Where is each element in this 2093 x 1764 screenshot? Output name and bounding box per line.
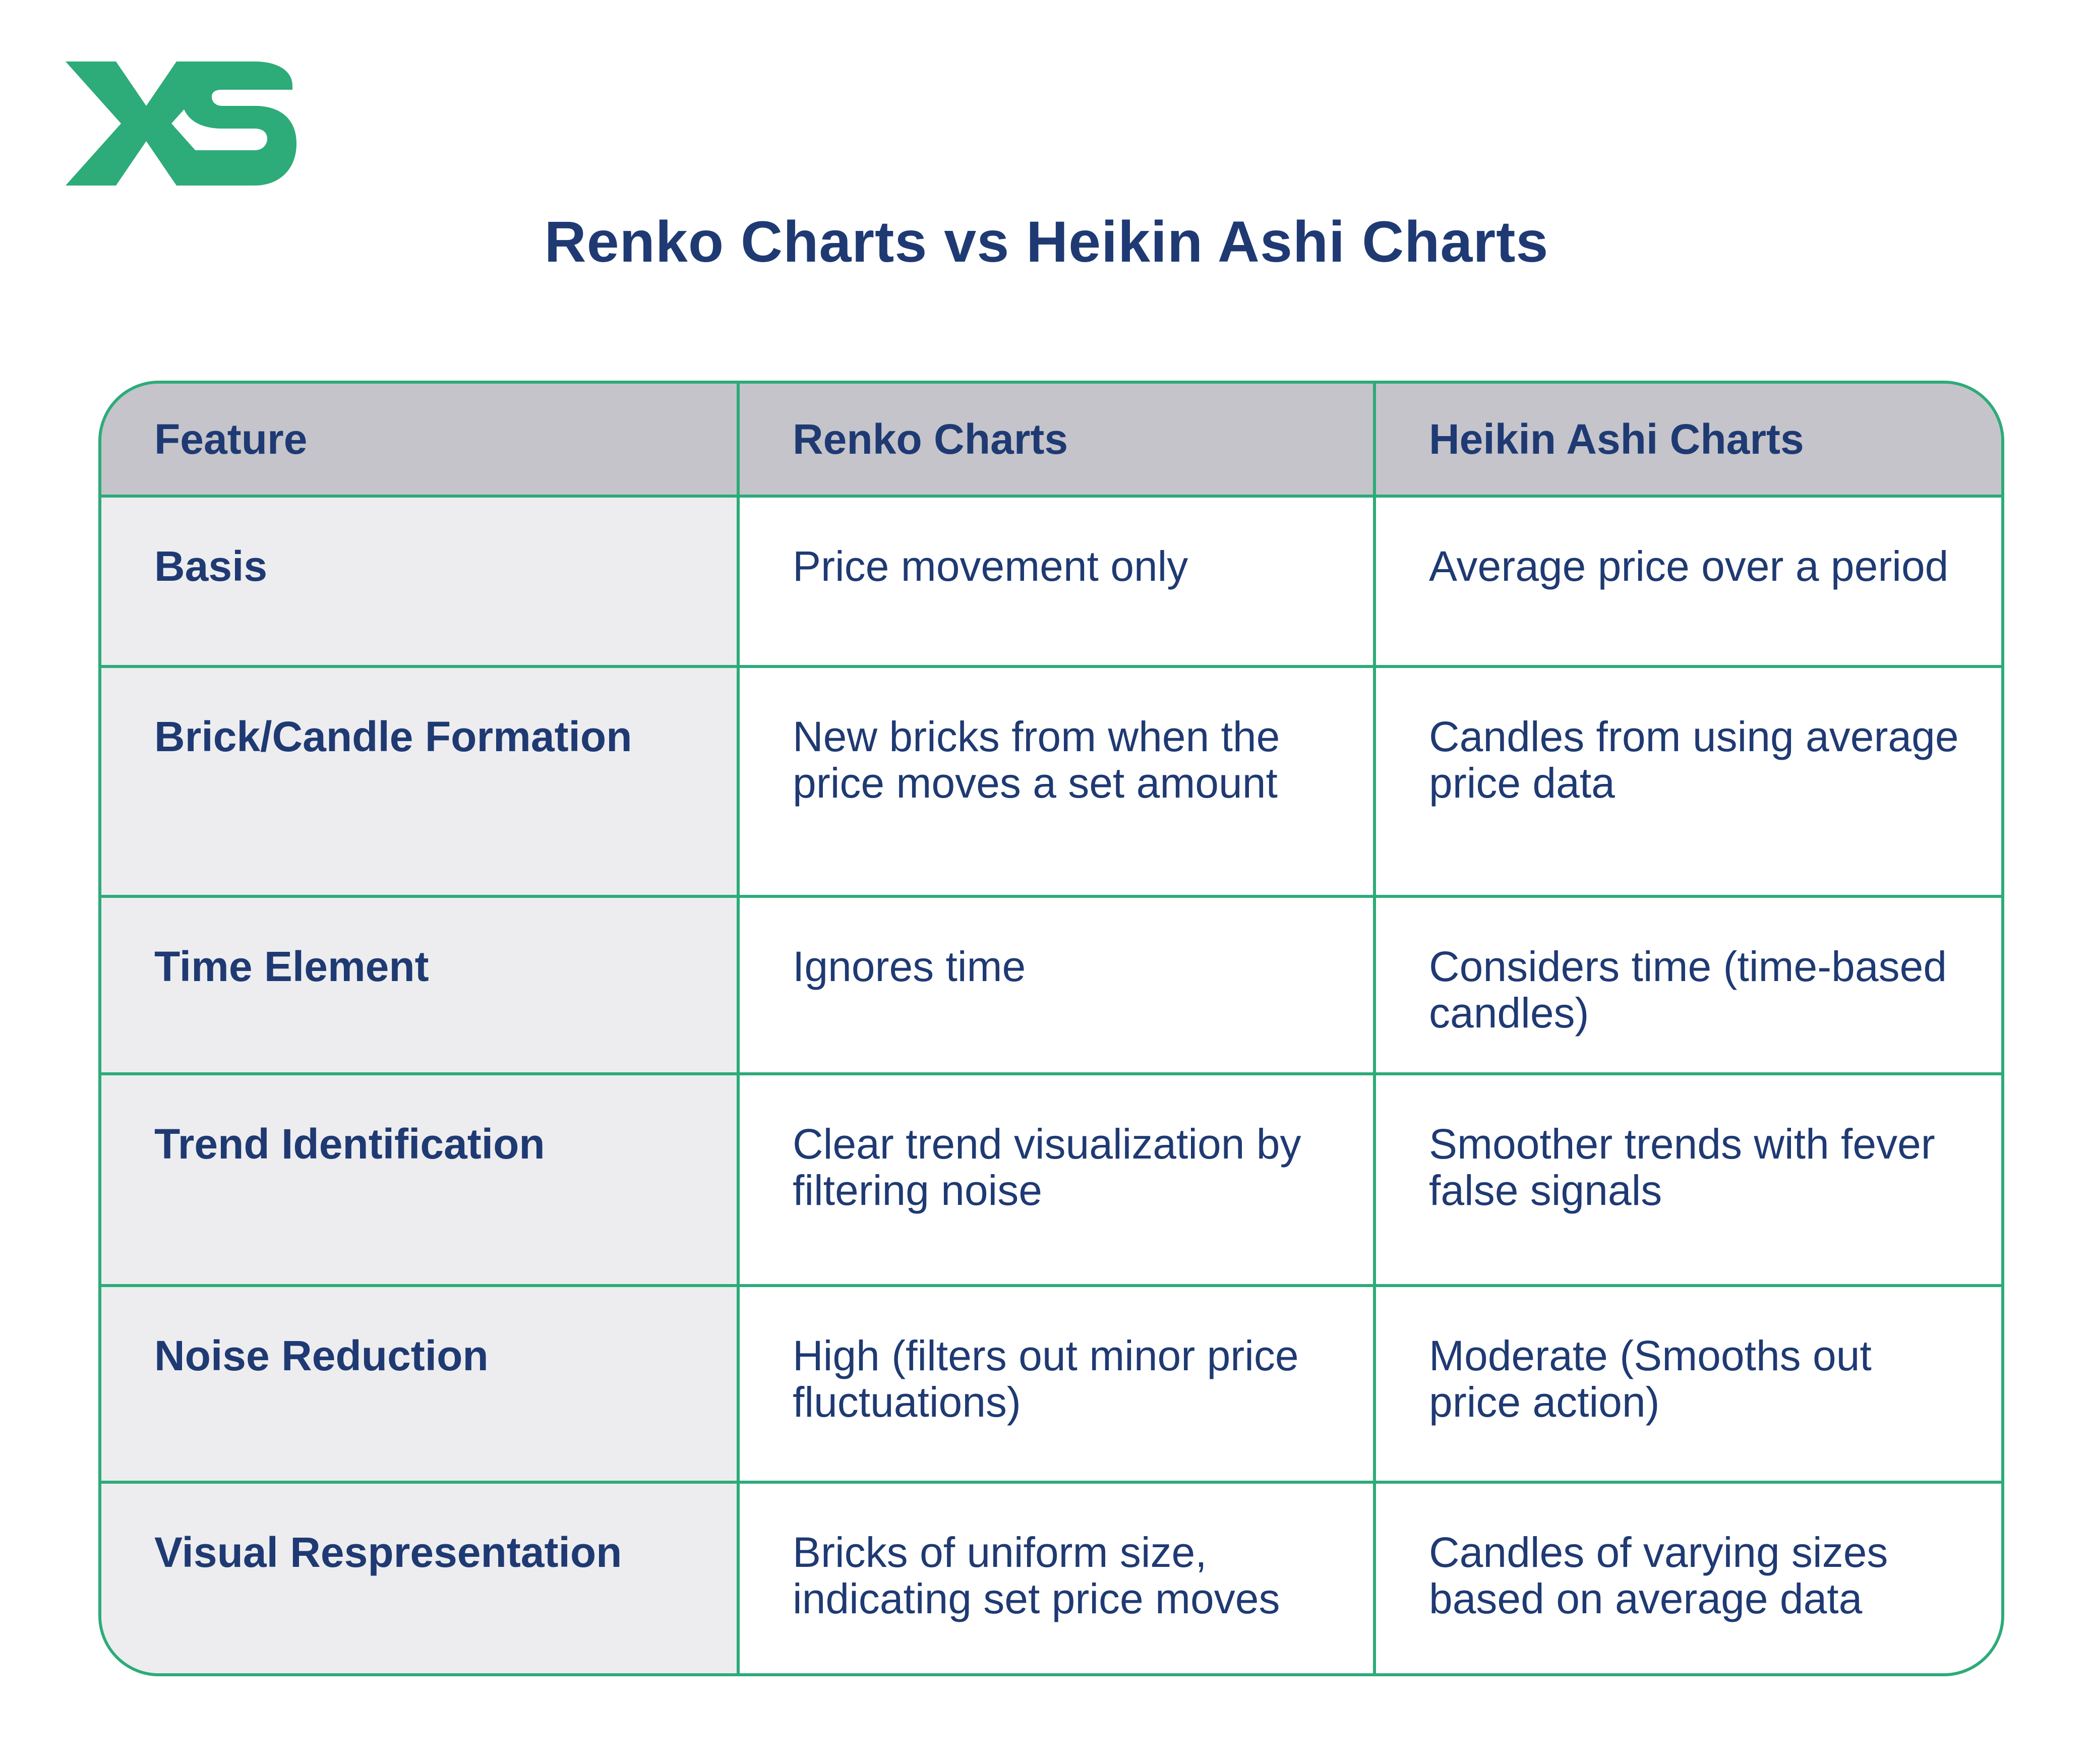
- renko-cell: Ignores time: [737, 898, 1373, 1072]
- renko-cell: Bricks of uniform size, indicating set p…: [737, 1484, 1373, 1673]
- comparison-table: Feature Renko Charts Heikin Ashi Charts …: [98, 381, 2004, 1676]
- renko-cell: Clear trend visualization by filtering n…: [737, 1075, 1373, 1284]
- header-renko: Renko Charts: [737, 384, 1373, 495]
- header-heikin-ashi: Heikin Ashi Charts: [1373, 384, 2001, 495]
- table-row: Visual Respresentation Bricks of uniform…: [101, 1481, 2001, 1673]
- table-header-row: Feature Renko Charts Heikin Ashi Charts: [101, 384, 2001, 495]
- feature-cell: Basis: [101, 498, 737, 665]
- page-title: Renko Charts vs Heikin Ashi Charts: [544, 210, 1549, 274]
- heikin-ashi-cell: Candles of varying sizes based on averag…: [1373, 1484, 2001, 1673]
- table-row: Time Element Ignores time Considers time…: [101, 895, 2001, 1072]
- renko-cell: New bricks from when the price moves a s…: [737, 668, 1373, 895]
- feature-cell: Trend Identification: [101, 1075, 737, 1284]
- table-row: Brick/Candle Formation New bricks from w…: [101, 665, 2001, 895]
- heikin-ashi-cell: Smoother trends with fever false signals: [1373, 1075, 2001, 1284]
- xs-logo: [66, 62, 296, 186]
- header-feature: Feature: [101, 384, 737, 495]
- table-row: Basis Price movement only Average price …: [101, 495, 2001, 665]
- heikin-ashi-cell: Average price over a period: [1373, 498, 2001, 665]
- feature-cell: Visual Respresentation: [101, 1484, 737, 1673]
- feature-cell: Noise Reduction: [101, 1287, 737, 1481]
- feature-cell: Time Element: [101, 898, 737, 1072]
- renko-cell: Price movement only: [737, 498, 1373, 665]
- heikin-ashi-cell: Candles from using average price data: [1373, 668, 2001, 895]
- heikin-ashi-cell: Considers time (time-based candles): [1373, 898, 2001, 1072]
- renko-cell: High (filters out minor price fluctuatio…: [737, 1287, 1373, 1481]
- table-row: Noise Reduction High (filters out minor …: [101, 1284, 2001, 1481]
- table-row: Trend Identification Clear trend visuali…: [101, 1072, 2001, 1284]
- heikin-ashi-cell: Moderate (Smooths out price action): [1373, 1287, 2001, 1481]
- feature-cell: Brick/Candle Formation: [101, 668, 737, 895]
